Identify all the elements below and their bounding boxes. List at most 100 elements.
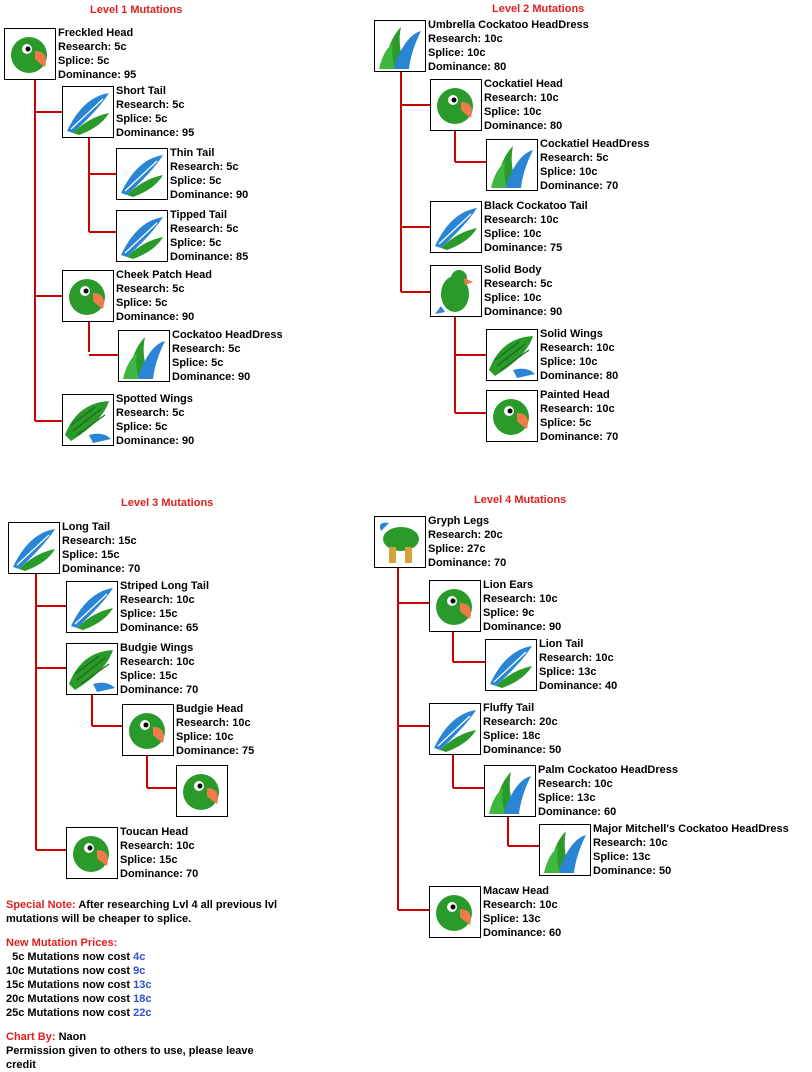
mutation-dominance-value: 70: [606, 431, 619, 443]
mutation-research-label: Research:: [120, 594, 174, 606]
tail-icon: [9, 523, 59, 573]
connector-line: [398, 909, 429, 911]
mutation-dominance-label: Dominance:: [483, 621, 546, 633]
mutation-splice-label: Splice:: [58, 55, 95, 67]
head-icon: [5, 29, 55, 79]
wings-icon: [67, 644, 117, 694]
mutation-research: Research: 20c: [483, 715, 561, 729]
connector-line: [401, 104, 430, 106]
mutation-name: Cockatiel Head: [484, 77, 563, 91]
mutation-research: Research: 5c: [170, 222, 248, 236]
mutation-research: Research: 10c: [484, 213, 588, 227]
mutation-name: Fluffy Tail: [483, 701, 561, 715]
connector-line: [88, 138, 90, 232]
head-icon: [67, 828, 117, 878]
price-row-text: 5c Mutations now cost: [6, 951, 134, 963]
mutation-splice-value: 5c: [155, 297, 168, 309]
mutation-dominance: Dominance: 70: [540, 179, 649, 193]
mutation-name: Major Mitchell's Cockatoo HeadDress: [593, 822, 789, 836]
mutation-dominance: Dominance: 90: [116, 310, 212, 324]
legs-icon: [375, 517, 425, 567]
mutation-research-value: 10c: [595, 652, 614, 664]
mutation-splice-value: 10c: [523, 228, 542, 240]
mutation-dominance: Dominance: 65: [120, 621, 209, 635]
mutation-dominance-value: 75: [242, 745, 255, 757]
mutation-research-value: 5c: [540, 278, 553, 290]
connector-line: [36, 605, 66, 607]
mutation-research: Research: 5c: [484, 277, 562, 291]
mutation-name: Cockatiel HeadDress: [540, 137, 649, 151]
mutation-dominance-label: Dominance:: [170, 251, 233, 263]
mutation-research-value: 5c: [172, 283, 185, 295]
mutation-dominance-label: Dominance:: [62, 563, 125, 575]
mutation-splice: Splice: 15c: [62, 548, 140, 562]
mutation-dominance: Dominance: 80: [484, 119, 563, 133]
mutation-dominance: Dominance: 60: [483, 926, 561, 940]
mutation-dominance-value: 90: [549, 621, 562, 633]
mutation-splice: Splice: 5c: [116, 296, 212, 310]
special-note-text-2: mutations will be cheaper to splice.: [6, 913, 192, 925]
connector-line: [400, 72, 402, 292]
mutation-name-value: Toucan Head: [120, 826, 189, 838]
mutation-name-value: Budgie Head: [176, 703, 244, 715]
connector-line: [453, 787, 484, 789]
mutation-dominance-label: Dominance:: [593, 865, 656, 877]
mutation-dominance-label: Dominance:: [538, 806, 601, 818]
mutation-name: Lion Tail: [539, 637, 617, 651]
mutation-name: Painted Head: [540, 388, 618, 402]
mutation-research-value: 20c: [484, 529, 503, 541]
mutation-dominance-value: 70: [186, 684, 199, 696]
price-row: 10c Mutations now cost 9c: [6, 964, 152, 978]
mutation-dominance-value: 60: [604, 806, 617, 818]
tail-icon: [63, 87, 113, 137]
mutation-dominance-label: Dominance:: [428, 557, 491, 569]
mutation-dominance: Dominance: 90: [170, 188, 248, 202]
mutation-research-label: Research:: [116, 407, 170, 419]
mutation-dominance-value: 50: [659, 865, 672, 877]
connector-line: [89, 173, 116, 175]
mutation-name-value: Solid Wings: [540, 328, 603, 340]
mutation-dominance: Dominance: 90: [484, 305, 562, 319]
connector-line: [35, 111, 62, 113]
mutation-research-value: 10c: [539, 899, 558, 911]
mutation-research-value: 5c: [114, 41, 127, 53]
mutation-splice-label: Splice:: [120, 670, 157, 682]
mutation-name: Budgie Wings: [120, 641, 198, 655]
mutation-splice-value: 10c: [523, 106, 542, 118]
mutation-dominance: Dominance: 75: [484, 241, 588, 255]
mutation-research-label: Research:: [484, 92, 538, 104]
mutation-research-label: Research:: [58, 41, 112, 53]
mutation-name-value: Tipped Tail: [170, 209, 228, 221]
mutation-splice-value: 5c: [579, 417, 592, 429]
mutation-name: Macaw Head: [483, 884, 561, 898]
mutation-dominance: Dominance: 50: [593, 864, 789, 878]
mutation-dominance: Dominance: 80: [540, 369, 618, 383]
mutation-research: Research: 10c: [120, 655, 198, 669]
chart-by-name: Naon: [58, 1031, 87, 1043]
mutation-dominance-value: 70: [186, 868, 199, 880]
mutation-research: Research: 10c: [540, 341, 618, 355]
price-row-value: 9c: [133, 965, 146, 977]
mutation-dominance-value: 70: [606, 180, 619, 192]
mutation-name-value: Long Tail: [62, 521, 111, 533]
mutation-dominance: Dominance: 60: [538, 805, 678, 819]
mutation-splice-label: Splice:: [172, 357, 209, 369]
mutation-research-value: 5c: [226, 223, 239, 235]
mutation-splice-value: 10c: [467, 47, 486, 59]
mutation-splice-label: Splice:: [170, 237, 207, 249]
mutation-splice-label: Splice:: [116, 297, 153, 309]
mutation-splice: Splice: 9c: [483, 606, 561, 620]
mutation-research-label: Research:: [62, 535, 116, 547]
mutation-research: Research: 5c: [116, 406, 194, 420]
mutation-name-value: Major Mitchell's Cockatoo HeadDress: [593, 823, 789, 835]
mutation-splice-value: 5c: [155, 421, 168, 433]
mutation-name-value: Cockatiel HeadDress: [540, 138, 650, 150]
mutation-research-value: 5c: [596, 152, 609, 164]
level-4-title: Level 4 Mutations: [474, 494, 567, 506]
